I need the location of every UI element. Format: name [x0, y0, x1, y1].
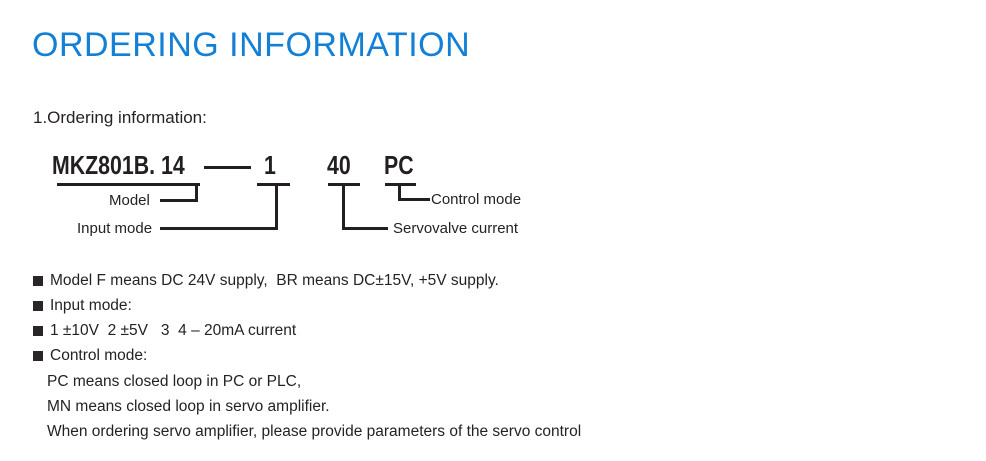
servovalve-connector-horizontal [342, 227, 388, 230]
code-part-input-mode: 1 [264, 150, 276, 180]
note-text-control-mode: Control mode: [50, 347, 148, 364]
model-connector-vertical [195, 183, 198, 202]
code-part-servovalve-current: 40 [327, 150, 351, 180]
bullet-square-icon [33, 351, 43, 361]
page-title: ORDERING INFORMATION [32, 26, 471, 64]
label-servovalve-current: Servovalve current [393, 220, 519, 237]
label-model: Model [109, 192, 150, 209]
model-underline [57, 183, 200, 186]
detail-line-mn: MN means closed loop in servo amplifier. [47, 398, 330, 415]
code-part-control-mode: PC [384, 150, 414, 180]
model-connector-horizontal [160, 199, 198, 202]
note-row-input-options: 1 ±10V 2 ±5V 3 4 – 20mA current [33, 321, 296, 341]
detail-line-pc: PC means closed loop in PC or PLC, [47, 373, 302, 390]
note-row-input-mode: Input mode: [33, 296, 132, 316]
label-control-mode: Control mode [431, 191, 522, 208]
note-text-input-mode: Input mode: [50, 297, 132, 314]
control-connector-vertical [398, 183, 401, 201]
control-connector-horizontal [398, 198, 430, 201]
servovalve-connector-vertical [342, 183, 345, 230]
model-code-text: MKZ801B. 14 [52, 150, 185, 180]
input-mode-connector-horizontal [160, 227, 278, 230]
label-input-mode: Input mode [77, 220, 153, 237]
section-heading: 1.Ordering information: [33, 108, 207, 127]
note-text-input-options: 1 ±10V 2 ±5V 3 4 – 20mA current [50, 322, 297, 339]
detail-line-ordering: When ordering servo amplifier, please pr… [47, 423, 582, 440]
code-separator-line [204, 166, 251, 169]
bullet-square-icon [33, 301, 43, 311]
note-text-supply: Model F means DC 24V supply, BR means DC… [50, 272, 499, 289]
input-mode-underline [257, 183, 290, 186]
note-row-supply: Model F means DC 24V supply, BR means DC… [33, 271, 499, 291]
input-mode-connector-vertical [275, 183, 278, 230]
bullet-square-icon [33, 276, 43, 286]
bullet-square-icon [33, 326, 43, 336]
note-row-control-mode: Control mode: [33, 346, 147, 366]
